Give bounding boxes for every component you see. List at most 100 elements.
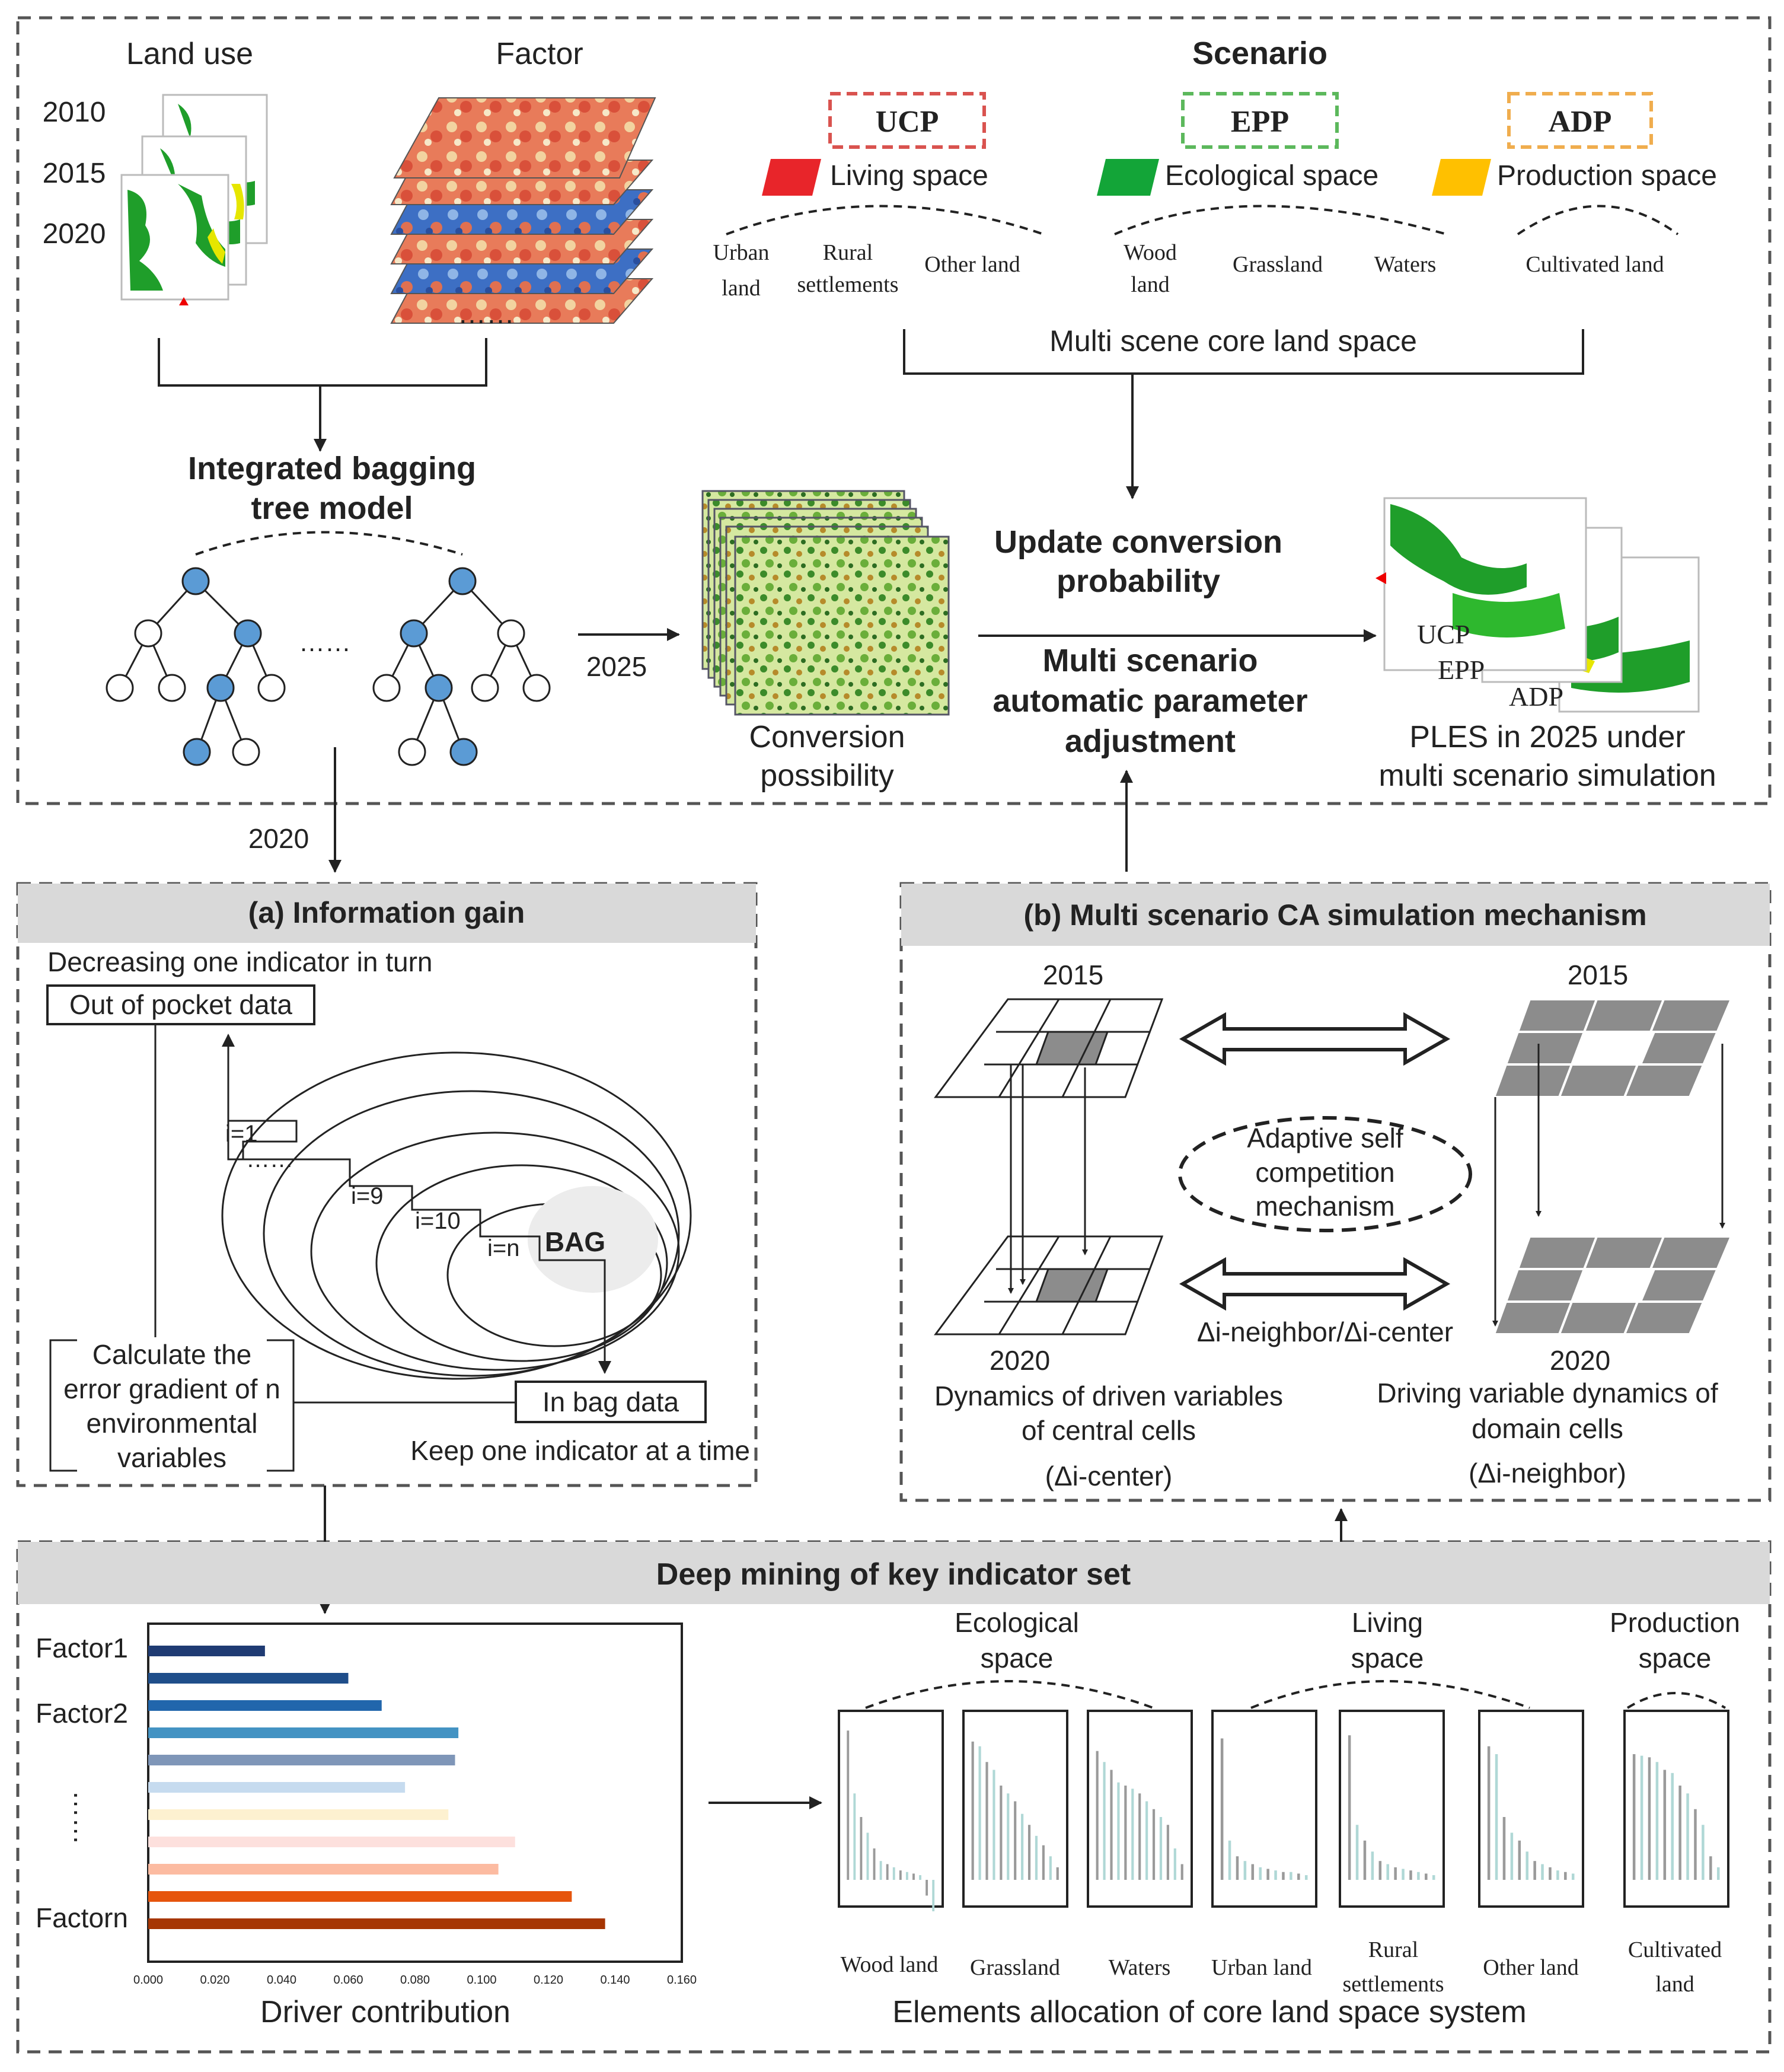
bag-ellipses: [221, 1051, 692, 1380]
year-2020: 2020: [43, 218, 106, 250]
driver-bar-4: [148, 1727, 459, 1738]
decreasing-label: Decreasing one indicator in turn: [47, 946, 432, 977]
driver-tick-1: 0.020: [200, 1974, 229, 1987]
multi-auto-line3: adjustment: [1065, 723, 1236, 759]
grid-bottom-left: [934, 1235, 1164, 1335]
driver-tick-7: 0.140: [600, 1974, 630, 1987]
ples-adp: ADP: [1509, 681, 1563, 712]
calc-line2: error gradient of n: [63, 1373, 280, 1404]
element-panel-5-bar-2: [1355, 1825, 1359, 1880]
subtype-other-land: Other land: [924, 252, 1020, 277]
year-bottom-left: 2020: [990, 1345, 1050, 1376]
driver-bar-6: [148, 1782, 406, 1793]
element-panel-6: [1478, 1710, 1584, 1908]
element-panel-7-bar-5: [1663, 1770, 1667, 1880]
driver-tick-5: 0.100: [467, 1974, 496, 1987]
element-label-wood: Wood land: [841, 1952, 939, 1977]
bottom-header: [18, 1542, 1770, 1604]
factor1-label: Factor1: [36, 1633, 128, 1663]
production-group-line1: Production: [1610, 1607, 1740, 1638]
living-space-label: Living space: [830, 160, 988, 192]
scenario-ucp: UCP Living space: [762, 92, 988, 196]
element-panel-4-bar-11: [1297, 1873, 1300, 1880]
land-use-maps: [120, 94, 268, 305]
element-panel-5-bar-7: [1394, 1867, 1397, 1880]
element-panel-1: [838, 1710, 944, 1908]
element-panel-3-bar-12: [1173, 1848, 1176, 1880]
year-2020-label: 2020: [248, 823, 309, 854]
ples-line1: PLES in 2025 under: [1409, 720, 1685, 754]
element-panel-6-bar-7: [1533, 1861, 1536, 1880]
element-panel-3-bar-9: [1152, 1809, 1156, 1880]
staircase-path: [228, 1120, 606, 1337]
element-panel-5-bar-1: [1348, 1735, 1351, 1880]
panel-a-title: (a) Information gain: [248, 896, 525, 929]
driver-bar-7: [148, 1809, 449, 1820]
element-panel-1-bar-11: [912, 1873, 915, 1880]
factor-layers: [390, 97, 656, 324]
year-2015: 2015: [43, 158, 106, 189]
element-panel-7-bar-11: [1709, 1856, 1712, 1880]
production-group-line2: space: [1639, 1643, 1712, 1673]
element-panel-3-bar-7: [1138, 1793, 1141, 1880]
element-panel-7-bar-12: [1716, 1867, 1720, 1880]
driver-tick-0: 0.000: [133, 1974, 163, 1987]
ucp-code: UCP: [876, 105, 939, 139]
input-bracket: [158, 338, 487, 387]
element-panel-4-bar-9: [1282, 1872, 1285, 1880]
ples-maps: [1376, 497, 1700, 713]
adaptive-ellipse: [1178, 1116, 1472, 1232]
epp-code: EPP: [1231, 105, 1289, 139]
tree-left: [106, 567, 286, 766]
top-frame: [16, 16, 1772, 805]
left-caption-line1: Dynamics of driven variables: [934, 1381, 1283, 1411]
element-panel-6-bar-12: [1571, 1873, 1575, 1880]
element-panel-7-bar-6: [1671, 1773, 1674, 1880]
ecological-space-label: Ecological space: [1165, 160, 1378, 192]
driver-bar-5: [148, 1755, 455, 1765]
element-panel-6-bar-8: [1541, 1864, 1544, 1880]
element-panel-5-bar-5: [1378, 1861, 1382, 1880]
driver-tick-4: 0.080: [400, 1974, 430, 1987]
driver-tick-6: 0.120: [534, 1974, 563, 1987]
eco-group-line1: Ecological: [955, 1607, 1079, 1638]
element-panel-4-bar-1: [1220, 1738, 1224, 1880]
element-panel-2-bar-9: [1027, 1825, 1031, 1880]
living-group-line1: Living: [1352, 1607, 1423, 1638]
element-panel-3-bar-11: [1166, 1825, 1169, 1880]
element-panel-6-bar-10: [1556, 1870, 1559, 1880]
subtype-waters: Waters: [1374, 252, 1437, 277]
conversion-stack: [701, 490, 950, 716]
year-2010: 2010: [43, 97, 106, 128]
driver-tick-3: 0.060: [333, 1974, 363, 1987]
adaptive-line3: mechanism: [1255, 1191, 1394, 1222]
grid-top-right: [1492, 998, 1734, 1098]
element-panel-4-bar-7: [1266, 1869, 1269, 1880]
element-panel-6-bar-6: [1526, 1851, 1528, 1880]
element-panel-1-bar-6: [879, 1861, 882, 1880]
ples-epp: EPP: [1438, 655, 1485, 685]
double-arrow-top: [1179, 1012, 1451, 1066]
driver-bar-10: [148, 1891, 572, 1902]
element-panel-5-bar-6: [1386, 1864, 1389, 1880]
element-panel-2-bar-8: [1021, 1813, 1024, 1880]
element-panel-6-bar-5: [1518, 1840, 1521, 1880]
element-panel-6-bar-1: [1487, 1746, 1491, 1880]
element-panel-6-bar-3: [1502, 1817, 1506, 1880]
ecological-space-swatch: [1097, 159, 1159, 196]
element-panel-3-bar-3: [1110, 1770, 1113, 1880]
element-panels: [838, 1710, 1729, 1911]
production-arc: [1517, 205, 1679, 235]
step-in: i=n: [487, 1235, 520, 1261]
driver-bar-3: [148, 1700, 382, 1711]
bottom-title: Deep mining of key indicator set: [656, 1557, 1131, 1592]
element-panel-4-bar-6: [1259, 1867, 1262, 1880]
element-panel-5-bar-9: [1409, 1870, 1412, 1880]
driver-caption: Driver contribution: [260, 1995, 510, 2029]
scenario-adp: ADP Production space: [1432, 92, 1717, 196]
driver-bar-1: [148, 1646, 265, 1656]
